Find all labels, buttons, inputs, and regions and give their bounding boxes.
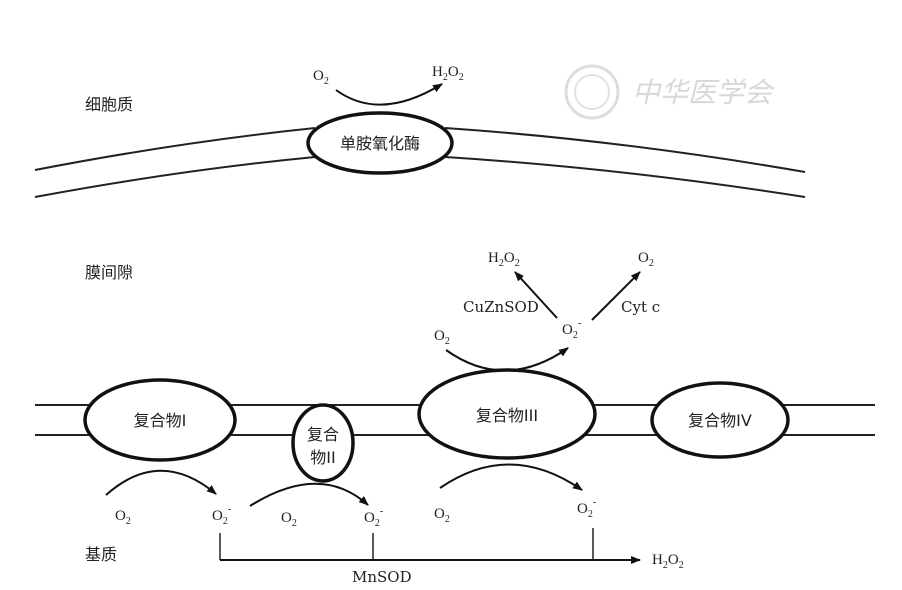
c3-ims-superoxide-label: O2- xyxy=(562,318,581,341)
mnsod-h2o2-label: H2O2 xyxy=(652,552,684,571)
label-cytoplasm: 细胞质 xyxy=(85,95,133,114)
cytc-label: Cyt c xyxy=(621,298,660,316)
label-matrix: 基质 xyxy=(85,545,117,564)
mnsod-label: MnSOD xyxy=(352,568,412,586)
c1-matrix-arrow xyxy=(105,469,217,496)
c2-o2-label: O2 xyxy=(281,510,297,529)
complex-ii xyxy=(291,403,355,483)
outer-membrane-left-outer xyxy=(34,127,316,171)
cytc-arrow xyxy=(591,271,641,321)
mao-h2o2-label: H2O2 xyxy=(432,64,464,83)
c3-ims-arrow xyxy=(445,347,569,372)
complex-iii-label: 复合物III xyxy=(476,406,538,425)
complex-i-label: 复合物I xyxy=(134,411,187,430)
complex-iv xyxy=(650,381,790,459)
cuznsod-h2o2-label: H2O2 xyxy=(488,250,520,269)
label-intermembrane-space: 膜间隙 xyxy=(85,263,133,282)
c2-matrix-arrow xyxy=(249,482,369,507)
complex-iv-label: 复合物IV xyxy=(688,411,752,430)
cytc-o2-label: O2 xyxy=(638,250,654,269)
watermark-logo: 中华医学会 xyxy=(564,64,775,120)
watermark-text: 中华医学会 xyxy=(632,76,775,109)
c3-superoxide-label: O2- xyxy=(577,497,596,520)
complex-ii-label-2: 物II xyxy=(310,448,335,467)
monoamine-oxidase xyxy=(306,111,454,175)
complex-i xyxy=(83,378,237,462)
monoamine-oxidase-label: 单胺氧化酶 xyxy=(340,134,420,153)
cuznsod-arrow xyxy=(514,271,558,319)
c2-superoxide-label: O2- xyxy=(364,506,383,529)
cuznsod-label: CuZnSOD xyxy=(463,298,539,316)
mao-o2-label: O2 xyxy=(313,68,329,87)
c3-ims-o2-label: O2 xyxy=(434,328,450,347)
outer-membrane-left-inner xyxy=(34,156,316,198)
c1-o2-label: O2 xyxy=(115,508,131,527)
c3-matrix-arrow xyxy=(439,463,583,491)
c3-o2-label: O2 xyxy=(434,506,450,525)
mao-reaction-arrow xyxy=(335,83,443,106)
c1-superoxide-label: O2- xyxy=(212,504,231,527)
outer-membrane-right-inner xyxy=(444,156,806,198)
outer-membrane-right-outer xyxy=(444,127,806,173)
complex-ii-label-1: 复合 xyxy=(307,425,339,444)
